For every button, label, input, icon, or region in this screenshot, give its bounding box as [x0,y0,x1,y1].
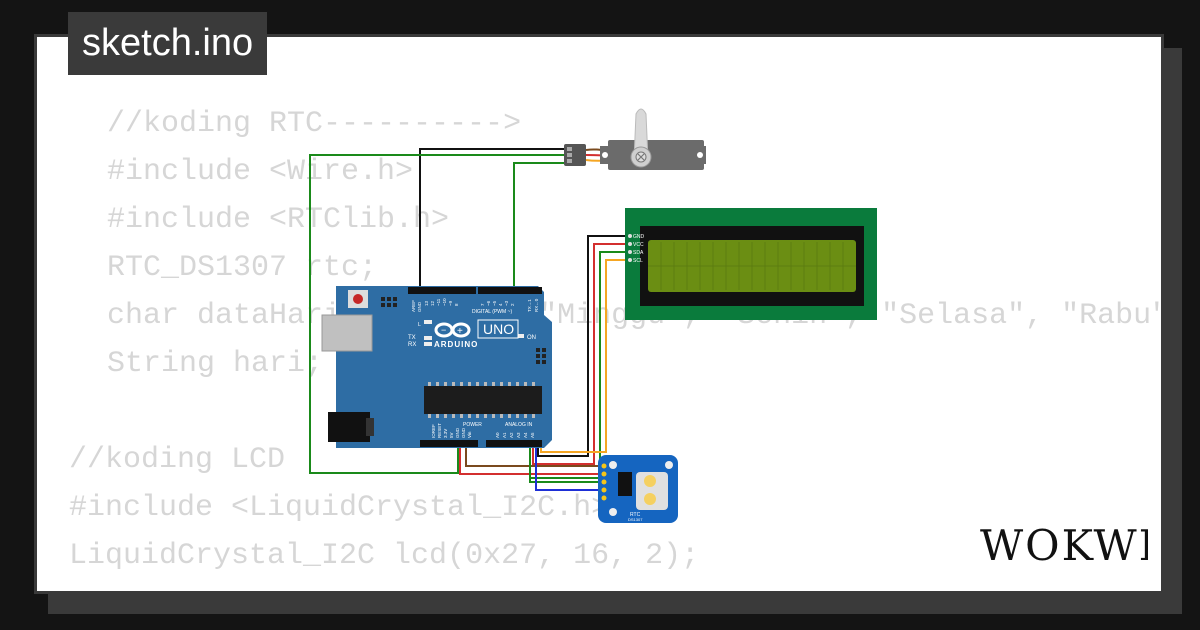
svg-text:−: − [441,325,446,335]
arduino-model-label: UNO [483,321,514,337]
code-line: RTC_DS1307 rtc; [107,251,378,285]
wokwi-logo: WOKWI [980,521,1155,570]
led-on-label: ON [527,335,536,341]
pin-label: A4 [523,432,528,438]
pin-label: RESET [437,423,442,438]
pin-label: 3.3V [443,429,448,438]
wire-lcd-vcc[interactable] [532,243,630,465]
pin-label: ~3 [504,300,509,306]
code-line: //koding LCD [69,443,286,477]
code-line: LiquidCrystal_I2C lcd(0x27, 16, 2); [69,539,700,573]
pin-label: IOREF [431,424,436,438]
code-line: #include <Wire.h> [107,155,414,189]
wokwi-logo-icon[interactable]: WOKWI [976,520,1155,575]
pin-label: A0 [495,432,500,438]
pin-label: ~10 [442,298,447,306]
file-tab[interactable]: sketch.ino [68,12,268,75]
lcd-pin-label: GND [633,234,645,240]
code-line: #include <LiquidCrystal_I2C.h> [69,491,610,525]
pin-label: ~5 [492,300,497,306]
pin-label: ~11 [436,298,441,306]
pin-label: 7 [480,303,485,306]
pin-label: A1 [502,432,507,438]
pin-label: GND [461,427,466,438]
wire-servo-vcc[interactable] [309,154,566,474]
analog-header-label: ANALOG IN [505,422,533,428]
pin-label: 12 [430,300,435,306]
lcd-pin-label: SDA [633,250,644,256]
pin-label: 2 [510,303,515,306]
lcd-pin-label: SCL [633,258,643,264]
led-tx-label: TX [408,335,416,341]
digital-header-label: DIGITAL (PWM ~) [472,309,512,315]
pin-label: ~6 [486,300,491,306]
led-l-label: L [418,322,421,328]
pin-label: A3 [516,432,521,438]
pin-label: A2 [509,432,514,438]
code-line: //koding RTC----------> [107,107,522,141]
wire-rtc-sda[interactable] [529,444,604,483]
wokwi-logo-text: WOKWI [980,521,1148,570]
pin-label: 4 [498,303,503,306]
wire-rtc-gnd[interactable] [465,444,604,467]
servo-motor[interactable] [564,108,706,170]
pin-label: GND [455,427,460,438]
power-header-label: POWER [463,422,482,428]
pin-label: GND [417,301,422,312]
wire-lcd-gnd[interactable] [537,235,630,457]
pin-label: 13 [424,300,429,306]
rtc-chip-label: DS1307 [628,517,643,522]
pin-label: 8 [454,303,459,306]
pin-label: ~9 [448,300,453,306]
pin-label: Vin [467,431,472,438]
pin-label: A5 [530,432,535,438]
svg-text:+: + [457,326,463,337]
wires [309,148,630,491]
lcd-pin-label: VCC [633,242,644,248]
wire-servo-signal[interactable] [513,162,566,292]
rtc-label: RTC [630,512,641,518]
pin-label: AREF [411,300,416,312]
servo-motor-icon [635,151,647,163]
led-rx-label: RX [408,342,416,348]
wire-lcd-scl[interactable] [540,259,630,453]
wire-rtc-vcc[interactable] [459,444,604,475]
arduino-uno[interactable]: − + UNO ARDUINO DIGITAL (PWM ~) L TX RX … [321,286,552,448]
code-line: String hari; [107,347,324,381]
arduino-brand-label: ARDUINO [434,340,478,349]
wire-rtc-scl[interactable] [535,444,604,491]
pin-label: 5V [449,432,454,438]
rtc-module[interactable]: RTC DS1307 [598,455,678,523]
wire-servo-gnd[interactable] [419,148,566,292]
pin-label: TX→1 [527,299,532,312]
pin-label: RX←0 [534,298,539,312]
arduino-infinity-icon: − + [434,322,471,338]
lcd-display[interactable]: GND VCC SDA SCL [625,208,877,320]
